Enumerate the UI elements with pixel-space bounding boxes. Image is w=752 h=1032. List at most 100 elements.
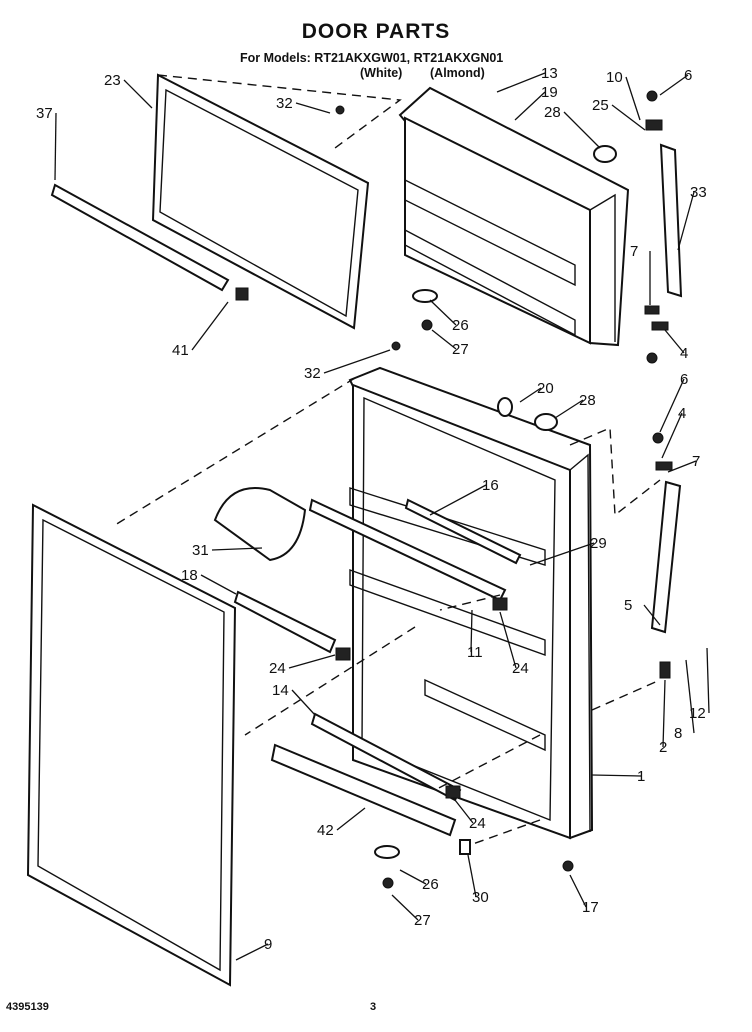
freezer-breaker-strip [50, 183, 230, 292]
callout-29: 29 [590, 535, 607, 552]
callout-leader-20 [519, 387, 542, 403]
callout-13: 13 [541, 65, 558, 82]
callout-leader-14 [291, 689, 316, 716]
callout-7: 7 [630, 243, 638, 260]
callout-leader-18 [200, 574, 237, 595]
callout-20: 20 [537, 380, 554, 397]
lower-hinge-assembly [650, 432, 682, 679]
callout-4: 4 [680, 345, 688, 362]
callout-leader-32 [323, 349, 391, 374]
callout-leader-10 [625, 76, 641, 121]
callout-leader-28 [554, 399, 584, 419]
callout-leader-6 [659, 378, 685, 433]
callout-leader-30 [467, 854, 477, 898]
callout-leader-27 [391, 894, 419, 921]
callout-28: 28 [579, 392, 596, 409]
page-title: DOOR PARTS [301, 20, 451, 43]
callout-leader-24 [454, 799, 474, 824]
callout-32: 32 [276, 95, 293, 112]
callout-14: 14 [272, 682, 289, 699]
callout-leader-1 [591, 774, 642, 777]
callout-5: 5 [624, 597, 632, 614]
callout-24: 24 [469, 815, 486, 832]
callout-7: 7 [692, 453, 700, 470]
dairy-compartment-door [213, 487, 307, 562]
upper-hinge-assembly [593, 90, 683, 364]
callout-leader-26 [399, 869, 427, 885]
callout-leader-33 [677, 191, 695, 251]
callout-8: 8 [674, 725, 682, 742]
callout-25: 25 [592, 97, 609, 114]
callout-leader-12 [706, 647, 710, 714]
callout-leader-31 [211, 547, 263, 551]
callout-27: 27 [452, 341, 469, 358]
callout-16: 16 [482, 477, 499, 494]
callout-leader-24 [499, 611, 517, 669]
callout-leader-32 [295, 102, 331, 114]
callout-leader-4 [664, 329, 685, 354]
callout-24: 24 [269, 660, 286, 677]
callout-37: 37 [36, 105, 53, 122]
freezer-gasket [151, 73, 370, 330]
callout-30: 30 [472, 889, 489, 906]
callout-33: 33 [690, 184, 707, 201]
callout-31: 31 [192, 542, 209, 559]
callout-2: 2 [659, 739, 667, 756]
callout-1: 1 [637, 768, 645, 785]
callout-leader-19 [514, 91, 546, 121]
small-hardware [235, 105, 574, 889]
callout-19: 19 [541, 84, 558, 101]
page-number: 3 [370, 1001, 377, 1013]
callout-leader-27 [431, 329, 457, 350]
callout-leader-5 [643, 604, 661, 626]
callout-12: 12 [689, 705, 706, 722]
fresh-food-door [348, 366, 594, 840]
callout-41: 41 [172, 342, 189, 359]
callout-28: 28 [544, 104, 561, 121]
color-almond-label: (Almond) [430, 66, 485, 80]
callout-leader-25 [611, 104, 646, 131]
callout-17: 17 [582, 899, 599, 916]
callout-6: 6 [680, 371, 688, 388]
callout-leader-6 [659, 74, 689, 96]
color-white-label: (White) [360, 66, 403, 80]
fresh-food-gasket [26, 503, 237, 987]
callout-23: 23 [104, 72, 121, 89]
callout-leader-7 [667, 460, 697, 473]
callout-11: 11 [467, 644, 483, 661]
callout-leader-16 [429, 484, 487, 516]
callout-4: 4 [678, 405, 686, 422]
callout-18: 18 [181, 567, 198, 584]
callout-24: 24 [512, 660, 529, 677]
callout-leader-28 [563, 111, 601, 149]
callout-27: 27 [414, 912, 431, 929]
alignment-lines [114, 74, 661, 846]
callout-6: 6 [684, 67, 692, 84]
callout-leader-42 [336, 807, 366, 831]
models-line: For Models: RT21AKXGW01, RT21AKXGN01 [240, 51, 504, 65]
callout-leader-23 [123, 79, 153, 109]
callout-leader-2 [662, 679, 666, 748]
callout-32: 32 [304, 365, 321, 382]
callout-26: 26 [422, 876, 439, 893]
callout-26: 26 [452, 317, 469, 334]
callout-leader-17 [569, 874, 587, 908]
callout-leader-9 [235, 943, 269, 961]
callout-10: 10 [606, 69, 623, 86]
freezer-door [398, 86, 630, 347]
callout-leader-24 [288, 654, 336, 669]
callout-leader-8 [685, 659, 695, 734]
doc-number: 4395139 [6, 1001, 49, 1013]
callout-leader-29 [529, 542, 595, 566]
callout-leader-4 [661, 412, 683, 459]
callout-leader-41 [191, 301, 229, 351]
callout-9: 9 [264, 936, 272, 953]
callout-42: 42 [317, 822, 334, 839]
callout-leader-26 [429, 299, 457, 326]
callout-leader-37 [54, 112, 57, 181]
callout-leader-11 [470, 609, 473, 653]
callout-leader-13 [496, 72, 546, 93]
